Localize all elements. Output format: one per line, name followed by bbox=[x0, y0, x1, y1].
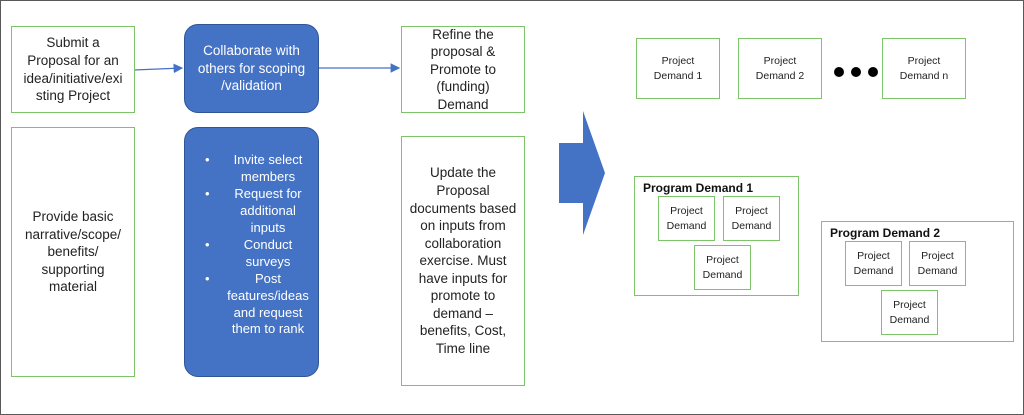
big-right-arrow bbox=[559, 111, 605, 235]
list-item-surveys: Conduct surveys bbox=[203, 237, 315, 270]
provide-line: benefits/ bbox=[47, 244, 99, 260]
update-line: Update the bbox=[429, 165, 497, 181]
submit-line: Proposal for an bbox=[27, 52, 119, 68]
submit-line: idea/initiative/exi bbox=[23, 70, 123, 86]
update-proposal-box: Update the Proposal documents based on i… bbox=[401, 136, 525, 386]
ellipsis-dot bbox=[868, 67, 878, 77]
program2-project-demand-box: Project Demand bbox=[845, 241, 902, 286]
connector-arrow-1 bbox=[133, 63, 184, 74]
refine-line: Demand bbox=[437, 96, 489, 112]
update-line: documents based bbox=[409, 200, 517, 216]
collaborate-line: others for scoping bbox=[197, 60, 306, 76]
ellipsis-dot bbox=[851, 67, 861, 77]
program1-project-demand-box: Project Demand bbox=[694, 245, 751, 290]
submit-line: Submit a bbox=[46, 35, 100, 51]
program2-project-demand-box: Project Demand bbox=[909, 241, 966, 286]
ellipsis-dot bbox=[834, 67, 844, 77]
provide-narrative-box: Provide basic narrative/scope/ benefits/… bbox=[11, 127, 135, 377]
collaboration-actions-list: Invite select members Request for additi… bbox=[203, 152, 315, 339]
program1-project-demand-box: Project Demand bbox=[658, 196, 715, 241]
provide-line: material bbox=[48, 279, 97, 295]
collaboration-actions-box: Invite select members Request for additi… bbox=[184, 127, 319, 377]
update-line: Proposal bbox=[436, 183, 490, 199]
collaborate-box: Collaborate with others for scoping /val… bbox=[184, 24, 319, 113]
update-line: collaboration bbox=[424, 235, 502, 251]
program-title: Program Demand 1 bbox=[643, 181, 754, 195]
update-line: exercise. Must bbox=[419, 253, 507, 269]
project-demand-1-box: Project Demand 1 bbox=[636, 38, 720, 99]
project-demand-n-box: Project Demand n bbox=[882, 38, 966, 99]
refine-line: proposal & bbox=[430, 44, 496, 60]
update-line: demand – bbox=[432, 305, 494, 321]
refine-promote-box: Refine the proposal & Promote to (fundin… bbox=[401, 26, 525, 113]
update-line: benefits, Cost, bbox=[419, 323, 507, 339]
list-item-request: Request for additional inputs bbox=[203, 186, 315, 236]
collaborate-line: /validation bbox=[221, 78, 282, 94]
update-line: have inputs for bbox=[418, 270, 508, 286]
list-item-invite: Invite select members bbox=[203, 152, 315, 185]
collaborate-line: Collaborate with bbox=[203, 43, 300, 59]
program-title: Program Demand 2 bbox=[830, 226, 941, 240]
program1-project-demand-box: Project Demand bbox=[723, 196, 780, 241]
update-line: Time line bbox=[435, 340, 491, 356]
provide-line: Provide basic bbox=[32, 209, 114, 225]
provide-line: supporting bbox=[41, 261, 105, 277]
submit-proposal-box: Submit a Proposal for an idea/initiative… bbox=[11, 26, 135, 113]
submit-line: sting Project bbox=[35, 88, 111, 104]
update-line: promote to bbox=[430, 288, 496, 304]
program2-project-demand-box: Project Demand bbox=[881, 290, 938, 335]
refine-line: (funding) bbox=[436, 79, 490, 95]
list-item-post: Post features/ideas and request them to … bbox=[203, 271, 315, 338]
project-demand-2-box: Project Demand 2 bbox=[738, 38, 822, 99]
update-line: on inputs from bbox=[420, 218, 506, 234]
refine-line: Promote to bbox=[429, 61, 497, 77]
refine-line: Refine the bbox=[432, 26, 494, 42]
provide-line: narrative/scope/ bbox=[24, 226, 122, 242]
